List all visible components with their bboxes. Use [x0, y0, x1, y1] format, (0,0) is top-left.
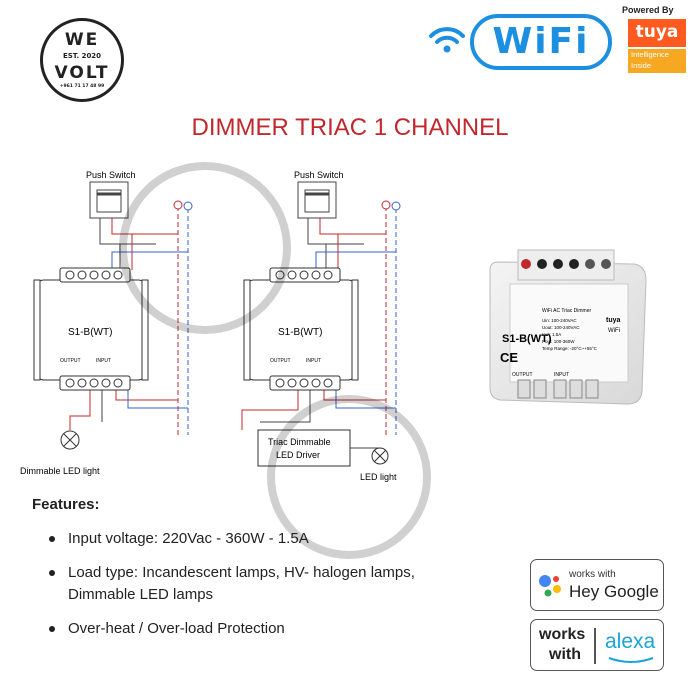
feature-item: Input voltage: 220Vac - 360W - 1.5A [48, 528, 448, 550]
device-spec-4: Temp Range: -20°C~+55°C [542, 346, 598, 351]
dimmable-led-label: Dimmable LED light [20, 466, 100, 476]
device-output: OUTPUT [512, 372, 533, 378]
device-brand: tuya [606, 317, 621, 324]
push-switch-label-2: Push Switch [294, 170, 344, 180]
logo-est: EST. 2020 [62, 52, 102, 60]
feature-item: Load type: Incandescent lamps, HV- halog… [48, 562, 448, 606]
logo-word-we: WE [64, 30, 100, 50]
device-wifi: WiFi [608, 328, 620, 334]
module-label-1: S1-B(WT) [68, 327, 112, 338]
module-input-1: INPUT [96, 358, 111, 364]
ce-mark: CE [500, 350, 518, 365]
driver-label-line1: Triac Dimmable [268, 437, 331, 447]
page-title: DIMMER TRIAC 1 CHANNEL [191, 114, 509, 141]
device-input: INPUT [554, 372, 569, 378]
alexa-badge: works with alexa [530, 619, 664, 671]
module-label-2: S1-B(WT) [278, 327, 322, 338]
device-model: S1-B(WT) [502, 333, 552, 345]
logo-phone: +961 71 17 48 99 [59, 84, 105, 89]
tuya-sub1: Intelligence [631, 50, 669, 59]
alexa-smile-icon [608, 657, 654, 663]
features-list: Input voltage: 220Vac - 360W - 1.5A Load… [48, 528, 448, 652]
wifi-badge: WiFi [470, 14, 612, 70]
google-assistant-icon [539, 575, 561, 597]
hey-google-badge: works with Hey Google [530, 559, 664, 611]
module-input-2: INPUT [306, 358, 321, 364]
powered-by-label: Powered By [622, 5, 674, 15]
driver-label-line2: LED Driver [276, 450, 320, 460]
module-output-2: OUTPUT [270, 358, 291, 364]
push-switch-label-1: Push Switch [86, 170, 136, 180]
device-spec-2: Iout: 1.5A [542, 332, 561, 337]
tuya-intelligence-inside: Intelligence Inside [628, 49, 686, 73]
alexa-works: works [539, 626, 586, 643]
logo-word-volt: VOLT [54, 63, 110, 83]
alexa-with: with [549, 646, 581, 663]
google-hey-google: Hey Google [569, 582, 659, 601]
alexa-logo: alexa [605, 630, 656, 653]
feature-item: Over-heat / Over-load Protection [48, 618, 448, 640]
device-spec-1: Uout: 100-240VAC [542, 325, 580, 330]
device-spec-3: Pout: 100-360W [542, 339, 575, 344]
device-spec-0: Uin: 100-240VAC [542, 318, 577, 323]
wevolt-logo: WE EST. 2020 VOLT +961 71 17 48 99 [40, 18, 124, 102]
tuya-logo: tuya [628, 19, 686, 47]
device-name: WiFi AC Triac Dimmer [542, 308, 592, 314]
wifi-icon [429, 27, 465, 53]
device-photo: S1-B(WT) WiFi AC Triac Dimmer Uin: 100-2… [489, 249, 647, 405]
led-light-label: LED light [360, 472, 397, 482]
wiring-diagram: Push Switch Push Switch S1-B(WT) S1-B(WT… [20, 170, 401, 482]
alexa-divider [594, 628, 596, 664]
google-works-with: works with [569, 569, 616, 580]
features-heading: Features: [32, 496, 100, 513]
module-output-1: OUTPUT [60, 358, 81, 364]
tuya-sub2: Inside [631, 61, 652, 70]
